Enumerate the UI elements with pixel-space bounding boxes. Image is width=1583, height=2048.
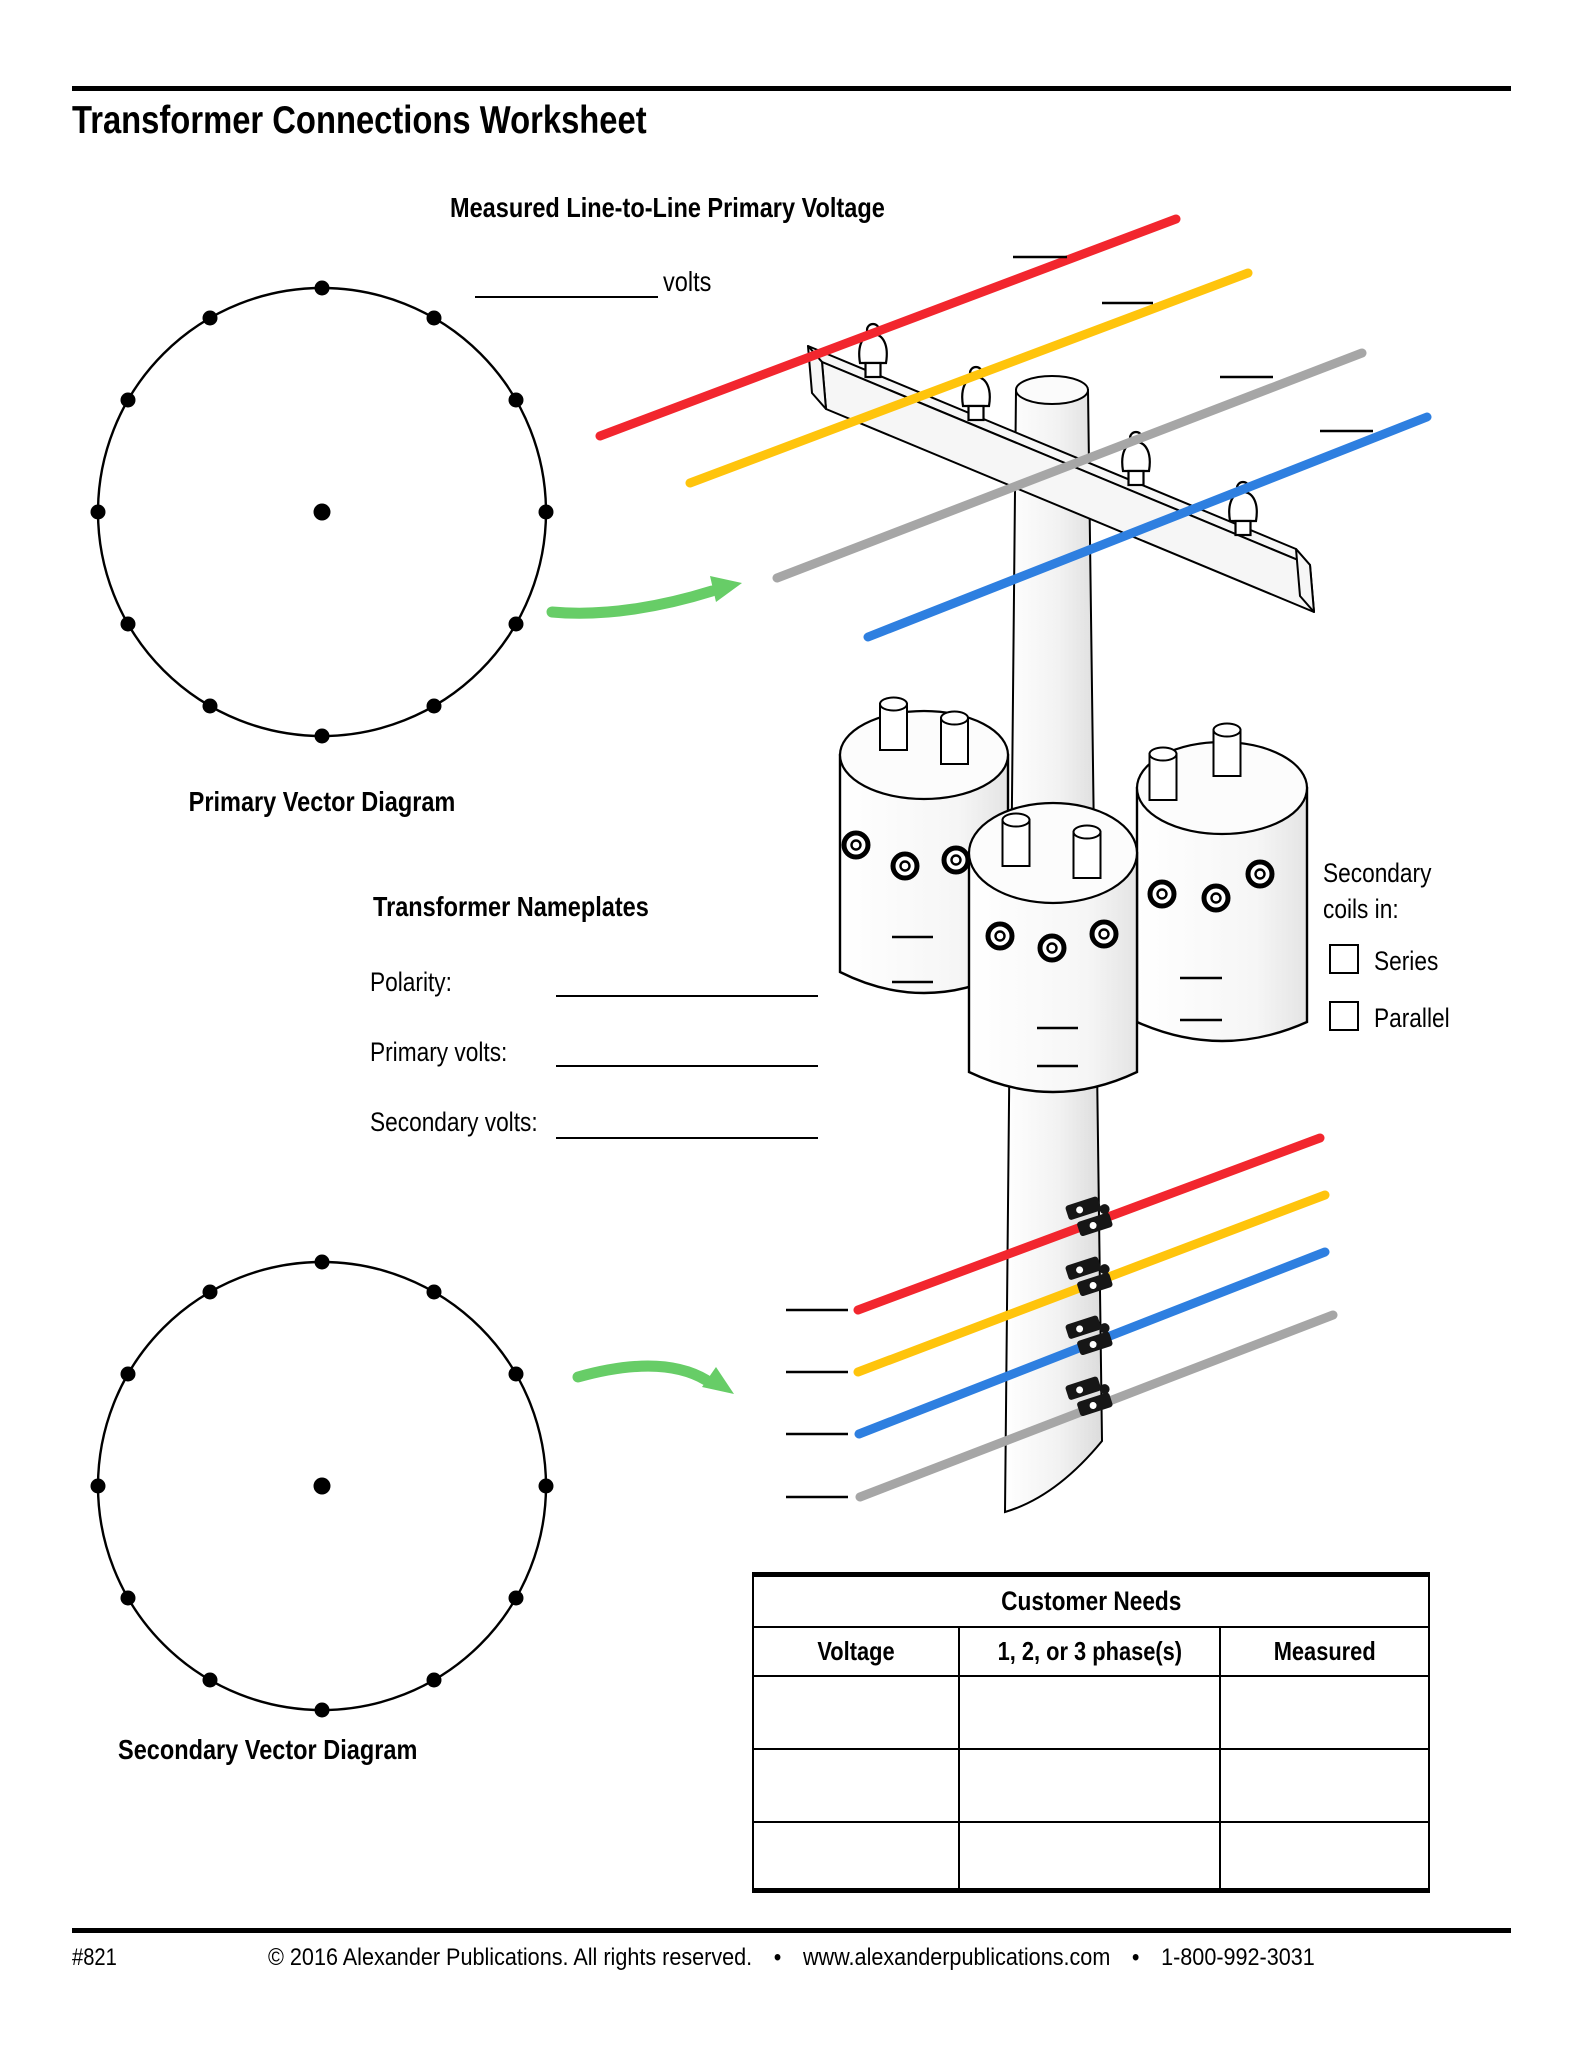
nameplates-heading: Transformer Nameplates xyxy=(373,891,649,922)
page-title: Transformer Connections Worksheet xyxy=(72,99,647,142)
parallel-checkbox[interactable] xyxy=(1329,1001,1359,1031)
footer-info: © 2016 Alexander Publications. All right… xyxy=(268,1944,1315,1972)
customer-needs-table: Customer Needs Voltage 1, 2, or 3 phase(… xyxy=(752,1572,1430,1893)
clamp-icon xyxy=(1065,1196,1113,1237)
customer-needs-title: Customer Needs xyxy=(1000,1586,1182,1616)
primary-voltage-blank[interactable] xyxy=(475,264,658,298)
clamp-icon xyxy=(1065,1315,1113,1356)
primary-wire-yellow xyxy=(685,268,1253,488)
primary-volts-label: Primary volts: xyxy=(370,1037,508,1067)
parallel-label: Parallel xyxy=(1374,1003,1450,1033)
table-cell[interactable] xyxy=(754,1677,960,1748)
series-label: Series xyxy=(1374,946,1439,976)
primary-wire-blue xyxy=(863,412,1432,642)
polarity-blank[interactable] xyxy=(556,962,818,997)
table-cell[interactable] xyxy=(960,1677,1221,1748)
primary-volts-blank[interactable] xyxy=(556,1032,818,1067)
secondary-arrow-icon xyxy=(572,1360,734,1394)
table-cell[interactable] xyxy=(754,1750,960,1821)
primary-arrow-icon xyxy=(546,576,742,619)
primary-vector-circle xyxy=(90,280,554,744)
table-cell[interactable] xyxy=(960,1750,1221,1821)
secondary-coils-label-line1: Secondary xyxy=(1323,858,1432,888)
copyright-text: © 2016 Alexander Publications. All right… xyxy=(268,1944,753,1971)
transformer-can-left xyxy=(838,696,1010,995)
column-header-voltage: Voltage xyxy=(817,1636,895,1666)
primary-wire-red xyxy=(595,214,1181,441)
series-checkbox[interactable] xyxy=(1329,944,1359,974)
column-header-phases: 1, 2, or 3 phase(s) xyxy=(997,1636,1182,1666)
volts-label: volts xyxy=(663,266,712,297)
footer-website[interactable]: www.alexanderpublications.com xyxy=(802,1944,1111,1971)
top-rule xyxy=(72,86,1511,91)
footer-phone: 1-800-992-3031 xyxy=(1161,1944,1315,1971)
transformer-can-right xyxy=(1135,722,1309,1043)
footer-bullet-icon: • xyxy=(773,1944,782,1971)
table-cell[interactable] xyxy=(960,1823,1221,1888)
table-cell[interactable] xyxy=(1221,1677,1428,1748)
table-cell[interactable] xyxy=(1221,1750,1428,1821)
doc-number: #821 xyxy=(72,1944,117,1971)
primary-wire-gray xyxy=(772,348,1367,583)
secondary-diagram-label: Secondary Vector Diagram xyxy=(118,1734,418,1765)
secondary-volts-blank[interactable] xyxy=(556,1104,818,1139)
transformer-can-middle xyxy=(967,801,1139,1094)
column-header-measured: Measured xyxy=(1273,1636,1376,1666)
primary-diagram-label: Primary Vector Diagram xyxy=(188,786,456,817)
clamp-icon xyxy=(1065,1376,1113,1417)
table-cell[interactable] xyxy=(1221,1823,1428,1888)
secondary-vector-circle xyxy=(90,1254,554,1718)
footer-bullet-icon: • xyxy=(1131,1944,1140,1971)
polarity-label: Polarity: xyxy=(370,967,452,997)
footer-rule xyxy=(72,1928,1511,1933)
clamp-icon xyxy=(1065,1256,1113,1297)
table-cell[interactable] xyxy=(754,1823,960,1888)
secondary-volts-label: Secondary volts: xyxy=(370,1107,538,1137)
secondary-coils-label-line2: coils in: xyxy=(1323,894,1399,924)
primary-voltage-heading: Measured Line-to-Line Primary Voltage xyxy=(450,192,885,223)
